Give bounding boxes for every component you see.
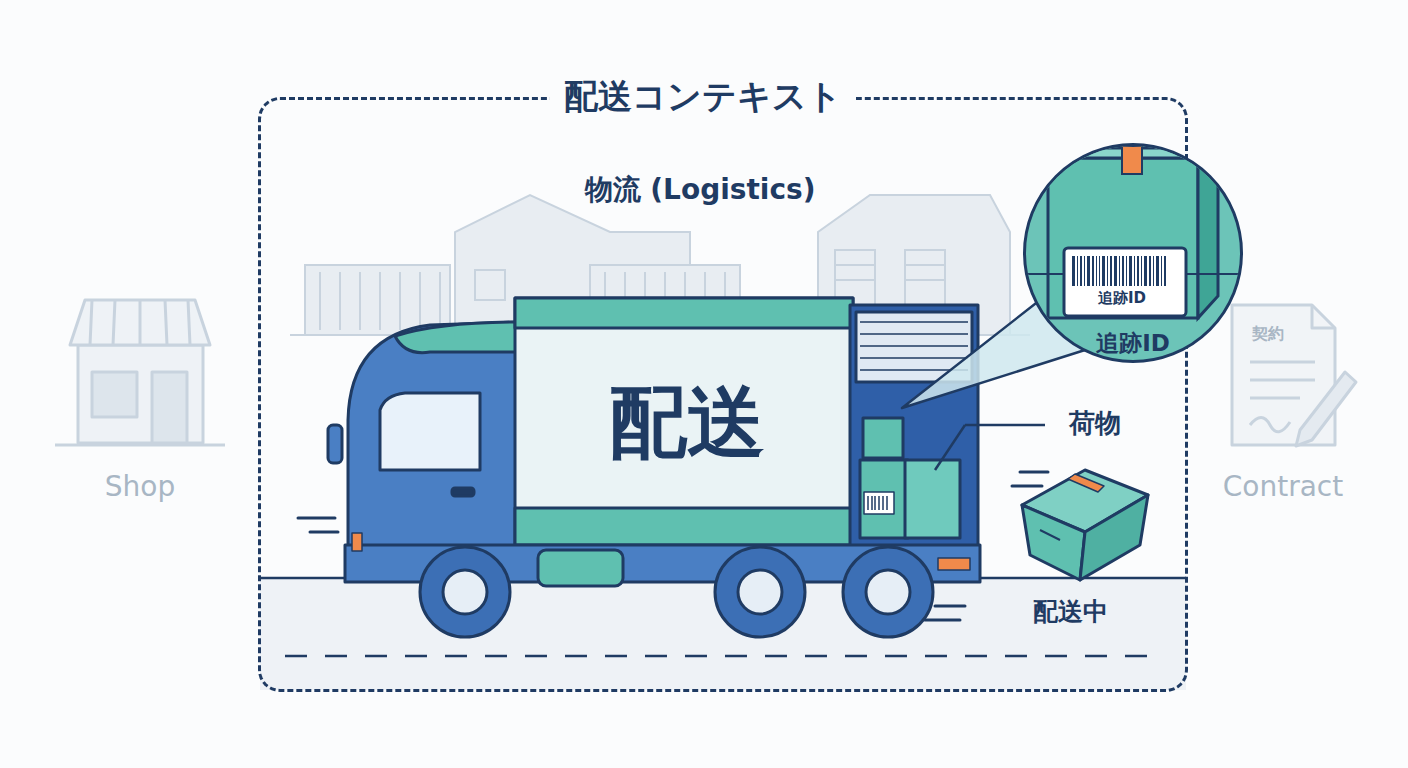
parcel-closeup [1026,146,1240,360]
leader-line [935,425,965,470]
status-label: 配送中 [1033,598,1108,627]
contract-icon [1232,305,1356,446]
shop-icon [55,300,225,445]
callout-circle: 追跡ID 追跡ID [1023,143,1243,363]
context-label: Contract [1223,471,1343,503]
document-label: 契約 [1252,325,1284,343]
road-marking [285,655,1165,658]
callout-label: 追跡ID [1096,330,1170,356]
region-label: 物流 (Logistics) [585,174,816,206]
context-label: Shop [105,471,175,503]
parcel-label: 荷物 [1069,409,1121,439]
leader-line [965,424,1045,427]
truck [328,298,980,637]
context-title: 配送コンテキスト [550,77,856,116]
truck-label: 配送 [609,378,765,468]
parcel [1022,470,1148,580]
barcode-label: 追跡ID [1096,290,1148,307]
cargo-panel: 配送 [521,335,853,511]
